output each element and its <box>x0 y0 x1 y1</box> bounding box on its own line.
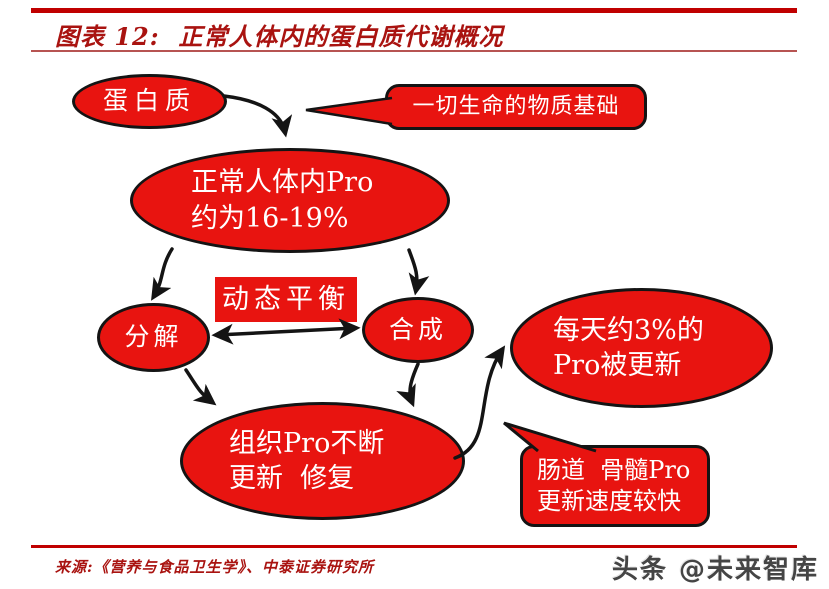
node-protein: 蛋白质 <box>72 74 227 129</box>
basis-callout-tail <box>305 96 393 126</box>
arrow-protein-to-bodypro <box>222 94 293 138</box>
top-rule <box>31 8 797 13</box>
arrow-decompose-to-tissue <box>184 368 217 406</box>
node-body-protein: 正常人体内Pro 约为16-19% <box>130 148 450 253</box>
arrow-synthesize-to-tissue <box>396 362 420 408</box>
node-tissue-renewal-line1: 组织Pro不断 <box>229 427 385 459</box>
node-tissue-renewal: 组织Pro不断 更新 修复 <box>180 402 465 520</box>
node-decomposition-label: 分解 <box>124 322 183 352</box>
footer-rule <box>31 545 797 548</box>
node-body-protein-line2: 约为16-19% <box>191 202 349 234</box>
source-note: 来源:《营养与食品卫生学》、中泰证券研究所 <box>55 558 375 576</box>
arrow-decompose-synthesize-bidirectional <box>211 318 361 345</box>
node-decomposition: 分解 <box>97 303 210 372</box>
node-daily-renewal-line2: Pro被更新 <box>553 350 682 381</box>
node-body-protein-line1: 正常人体内Pro <box>191 167 374 199</box>
arrow-bodypro-to-decompose <box>151 247 174 301</box>
node-tissue-renewal-line2: 更新 修复 <box>229 463 355 494</box>
watermark: 头条 @未来智库 <box>611 555 819 585</box>
node-synthesis: 合成 <box>362 297 474 363</box>
node-protein-label: 蛋白质 <box>102 86 196 116</box>
node-dynamic-balance-label: 动态平衡 <box>222 283 350 315</box>
node-dynamic-balance: 动态平衡 <box>215 277 357 322</box>
node-synthesis-label: 合成 <box>388 314 447 344</box>
node-basis-callout: 一切生命的物质基础 <box>385 84 647 130</box>
node-basis-label: 一切生命的物质基础 <box>412 93 620 119</box>
arrow-tissue-to-renewal <box>453 345 506 460</box>
title-rule <box>31 50 797 52</box>
node-daily-renewal: 每天约3%的 Pro被更新 <box>510 288 773 408</box>
node-fast-renewal-line1: 肠道 骨髓Pro <box>537 455 691 484</box>
node-fast-renewal-line2: 更新速度较快 <box>537 487 681 515</box>
node-daily-renewal-line1: 每天约3%的 <box>553 314 704 346</box>
arrow-bodypro-to-synthesize <box>407 248 430 296</box>
figure-title: 图表 12: 正常人体内的蛋白质代谢概况 <box>55 22 504 51</box>
node-fast-renewal-callout: 肠道 骨髓Pro 更新速度较快 <box>520 445 710 527</box>
